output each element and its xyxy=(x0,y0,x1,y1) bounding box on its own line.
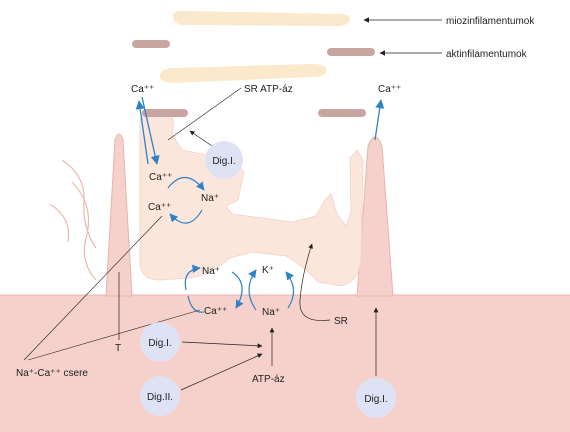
dig-left-lower-label: Dig.II. xyxy=(147,392,173,403)
exchanger-arc-bottom xyxy=(187,295,205,313)
na-membrane-right-label: Na⁺ xyxy=(262,307,280,318)
t-tubule-left xyxy=(105,133,133,297)
actin-filament-top-left xyxy=(132,40,170,48)
ca-membrane-left-label: Ca⁺⁺ xyxy=(204,306,227,317)
ca-top-right-label: Ca⁺⁺ xyxy=(378,84,401,95)
sr-atpase-pointer xyxy=(167,87,242,141)
actin-filament-top-right xyxy=(327,48,375,56)
dig-left-lower-arrow xyxy=(180,353,263,391)
actin-filament-mid-right xyxy=(318,109,366,117)
myosin-label: miozinfilamentumok xyxy=(446,16,535,27)
myosin-filament-top xyxy=(172,10,350,26)
ca-uptake-arrow xyxy=(135,100,149,165)
dig-left-lower-circle xyxy=(140,376,180,416)
fiber-wave-2 xyxy=(71,181,97,281)
membrane-zone xyxy=(0,295,570,432)
sr-atpase-label: SR ATP-áz xyxy=(244,84,293,95)
sr-cycle-arc-top xyxy=(167,176,205,191)
sr-cycle-arc-bottom xyxy=(169,209,203,224)
dig-left-upper-label: Dig.I. xyxy=(148,338,171,349)
exchange-pointer-2 xyxy=(27,309,201,361)
actin-filament-mid-left xyxy=(142,109,188,117)
t-label: T xyxy=(115,343,121,354)
actin-label: aktinfilamentumok xyxy=(446,49,528,60)
exchanger-arc-top xyxy=(184,264,201,291)
pump-arc-left xyxy=(248,269,257,311)
na-membrane-left-label: Na⁺ xyxy=(202,266,220,277)
pump-arc-right xyxy=(285,271,295,309)
ca-sr-upper-label: Ca⁺⁺ xyxy=(149,172,172,183)
atpase-label: ATP-áz xyxy=(252,374,285,385)
dig-left-upper-arrow xyxy=(181,341,263,349)
dig-right-label: Dig.I. xyxy=(364,394,387,405)
fiber-wave-3 xyxy=(49,203,70,243)
k-membrane-label: K⁺ xyxy=(262,265,274,276)
dig-sr-label: Dig.I. xyxy=(212,156,235,167)
myosin-filament-middle xyxy=(159,64,327,83)
dig-sr-circle xyxy=(205,141,243,179)
sr-pointer xyxy=(299,243,331,321)
exchange-pointer-1 xyxy=(23,215,163,361)
na-sr-label: Na⁺ xyxy=(201,193,219,204)
ca-sr-lower-label: Ca⁺⁺ xyxy=(148,202,171,213)
exchanger-arc-right xyxy=(231,271,244,309)
dig-right-circle xyxy=(356,378,396,418)
dig-sr-arrow xyxy=(189,130,213,147)
ca-right-arrow xyxy=(374,99,385,141)
ca-top-left-label: Ca⁺⁺ xyxy=(131,84,154,95)
dig-left-upper-circle xyxy=(140,322,180,362)
fiber-wave-1 xyxy=(61,159,97,249)
sr-label: SR xyxy=(334,316,348,327)
exchange-label: Na⁺-Ca⁺⁺ csere xyxy=(16,368,88,379)
